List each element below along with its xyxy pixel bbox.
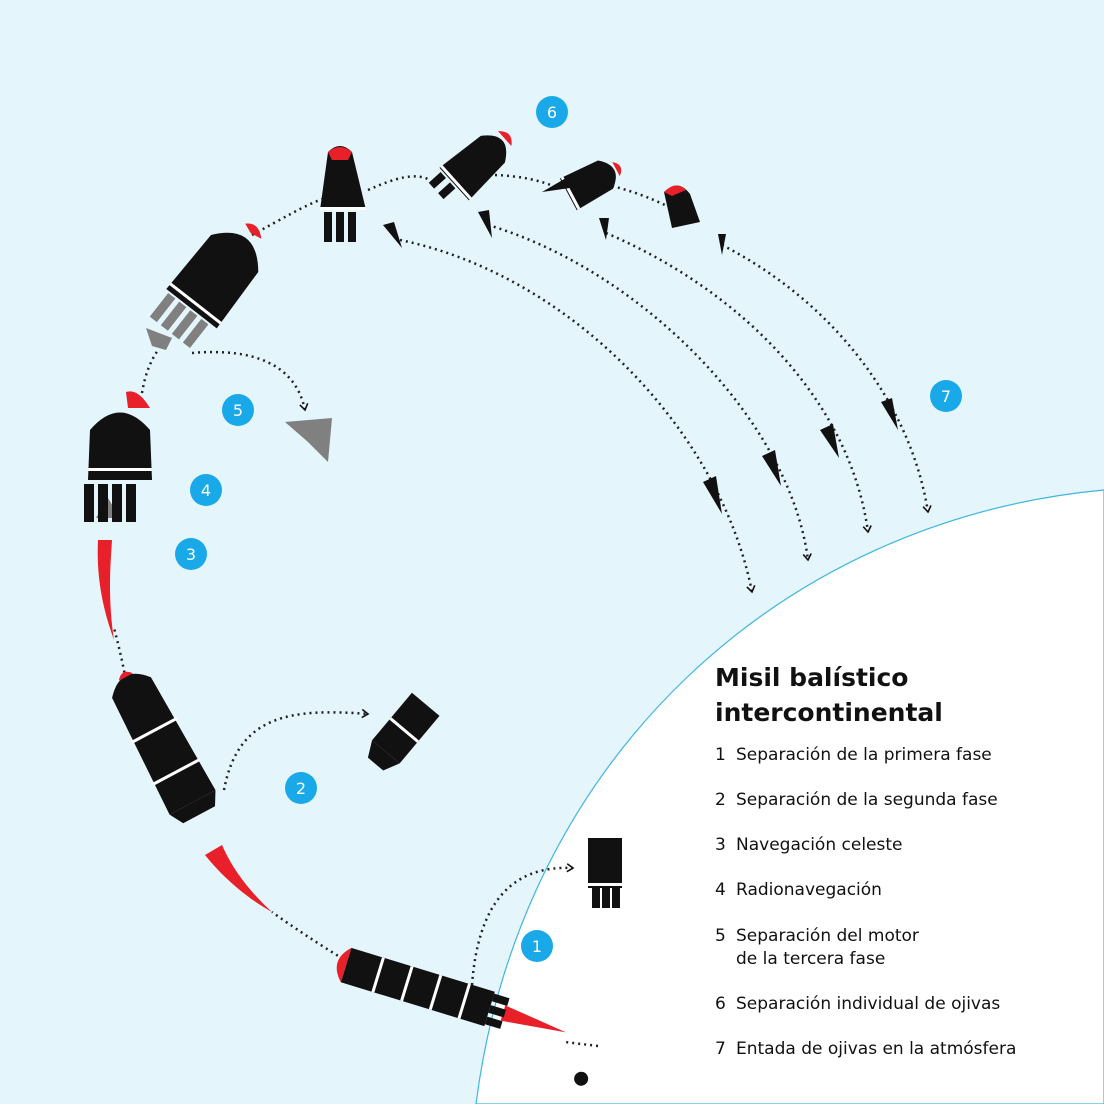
legend-item-text: Radionavegación: [736, 880, 882, 900]
legend-item-number: 1: [715, 745, 726, 765]
missile-launch: [336, 947, 589, 1086]
step-badge-6: 6: [536, 96, 568, 128]
flame-icon: [205, 845, 272, 912]
warhead-bus-3: [559, 160, 622, 211]
step-badge-4: 4: [190, 474, 222, 506]
third-stage-engine-icon: [285, 418, 332, 462]
legend-title-line2: intercontinental: [715, 698, 943, 727]
legend-item-number: 5: [715, 926, 726, 946]
legend-item-number: 6: [715, 994, 726, 1014]
legend-item-3: 3 Navegación celeste: [715, 834, 902, 857]
legend-item-text: Entada de ojivas en la atmósfera: [736, 1039, 1017, 1059]
legend-item-number: 2: [715, 790, 726, 810]
engine-icon: [146, 328, 172, 350]
warhead-icon: [478, 210, 492, 238]
warhead-icon: [599, 218, 609, 240]
legend-item-2: 2 Separación de la segunda fase: [715, 789, 998, 812]
legend-item-number: 7: [715, 1039, 726, 1059]
first-stage-icon: [588, 838, 622, 908]
missile-stage2: [112, 671, 216, 824]
warhead-icon: [762, 450, 781, 486]
legend-item-number: 3: [715, 835, 726, 855]
legend-item-text: Separación de la primera fase: [736, 745, 992, 765]
warhead-bus-4: [664, 185, 700, 228]
missile-stage3: [84, 391, 152, 640]
legend-item-text: Separación de la segunda fase: [736, 790, 998, 810]
earth-surface: [475, 489, 1104, 1104]
warhead-icon: [383, 222, 402, 248]
legend-item-5: 5 Separación del motor de la tercera fase: [715, 925, 919, 971]
legend-item-text: Separación del motor de la tercera fase: [736, 926, 919, 969]
step-badge-2: 2: [285, 772, 317, 804]
falling-warheads: [383, 210, 898, 514]
step-badge-1: 1: [521, 930, 553, 962]
trajectory-path: [112, 173, 666, 1048]
warhead-icon: [703, 476, 722, 514]
warhead-bus-2: [428, 131, 512, 201]
warhead-icon: [718, 234, 726, 255]
legend-item-text: Navegación celeste: [736, 835, 903, 855]
warhead-icon: [820, 424, 839, 458]
legend-title-line1: Misil balístico: [715, 663, 909, 692]
legend-title: Misil balístico intercontinental: [715, 660, 1095, 730]
legend-item-1: 1 Separación de la primera fase: [715, 744, 992, 767]
step-badge-7: 7: [930, 380, 962, 412]
reentry-arcs: [399, 223, 932, 594]
step-badge-5: 5: [222, 394, 254, 426]
legend-item-text: Separación individual de ojivas: [736, 994, 1001, 1014]
legend-item-4: 4 Radionavegación: [715, 879, 882, 902]
warhead-bus-1: [320, 146, 366, 242]
warhead-icon: [881, 398, 898, 430]
warhead-fragment: [542, 178, 570, 192]
separation-arcs: [191, 350, 575, 986]
missile-bus: [149, 223, 262, 349]
second-stage-icon: [367, 692, 440, 771]
step-badge-3: 3: [175, 538, 207, 570]
legend-item-7: 7 Entada de ojivas en la atmósfera: [715, 1038, 1016, 1061]
legend-item-number: 4: [715, 880, 726, 900]
legend-item-6: 6 Separación individual de ojivas: [715, 993, 1000, 1016]
